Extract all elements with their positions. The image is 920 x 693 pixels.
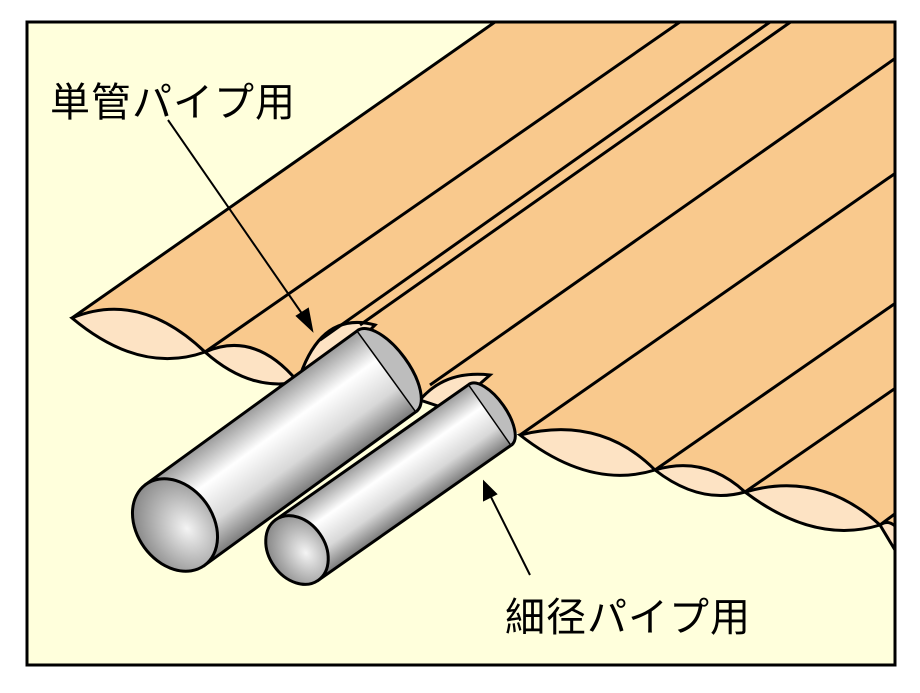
label-single-pipe: 単管パイプ用 <box>50 80 296 126</box>
large-steel-pipe <box>130 327 423 573</box>
thin-steel-pipe <box>264 381 517 586</box>
arrow-single-pipe <box>167 119 314 333</box>
tube-body-fill <box>72 22 895 548</box>
label-thin-pipe: 細径パイプ用 <box>505 595 751 641</box>
arrow-thin-pipe <box>483 479 531 576</box>
corrugated-tubes <box>69 22 895 586</box>
tube-ridge-lines <box>71 22 895 527</box>
frame-border <box>25 20 897 667</box>
